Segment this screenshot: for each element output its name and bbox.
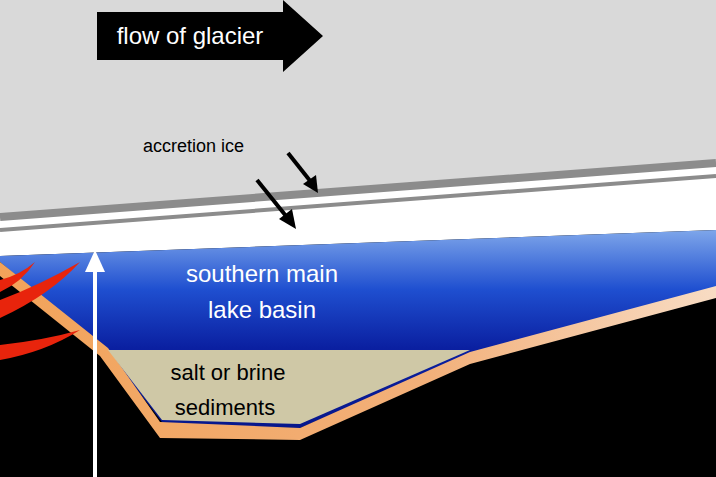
hydrothermal-mark <box>0 262 80 318</box>
pointer-arrow-head <box>303 175 318 193</box>
salt-brine-layer <box>108 350 470 424</box>
arrow-polygon <box>97 0 323 72</box>
hydrothermal-mark <box>0 262 35 292</box>
ice-boundary-line <box>0 163 716 217</box>
flow-arrow: flow of glacier <box>97 0 323 72</box>
node-text: flow of glacier <box>97 18 283 54</box>
sediment-band: sediments <box>171 389 279 426</box>
hydrothermal-mark <box>0 330 80 360</box>
ice-boundary-line <box>0 176 716 230</box>
node-text: southern main lake basin <box>166 256 358 328</box>
pointer-arrow <box>288 153 311 182</box>
callout-label: accretion ice <box>143 136 244 157</box>
salt-brine-band: salt or brine <box>167 354 290 391</box>
measurement-arrow-head <box>85 250 105 272</box>
node-text: salt or brine <box>171 356 286 389</box>
pointer-arrow-head <box>279 209 296 229</box>
node-text: sediments <box>175 391 275 424</box>
measurement-arrow <box>93 268 97 477</box>
lake-water <box>0 230 716 428</box>
pointer-arrow <box>257 180 286 216</box>
sediment-layer <box>0 262 716 440</box>
lake-basin-label-box: southern main lake basin <box>162 254 362 330</box>
